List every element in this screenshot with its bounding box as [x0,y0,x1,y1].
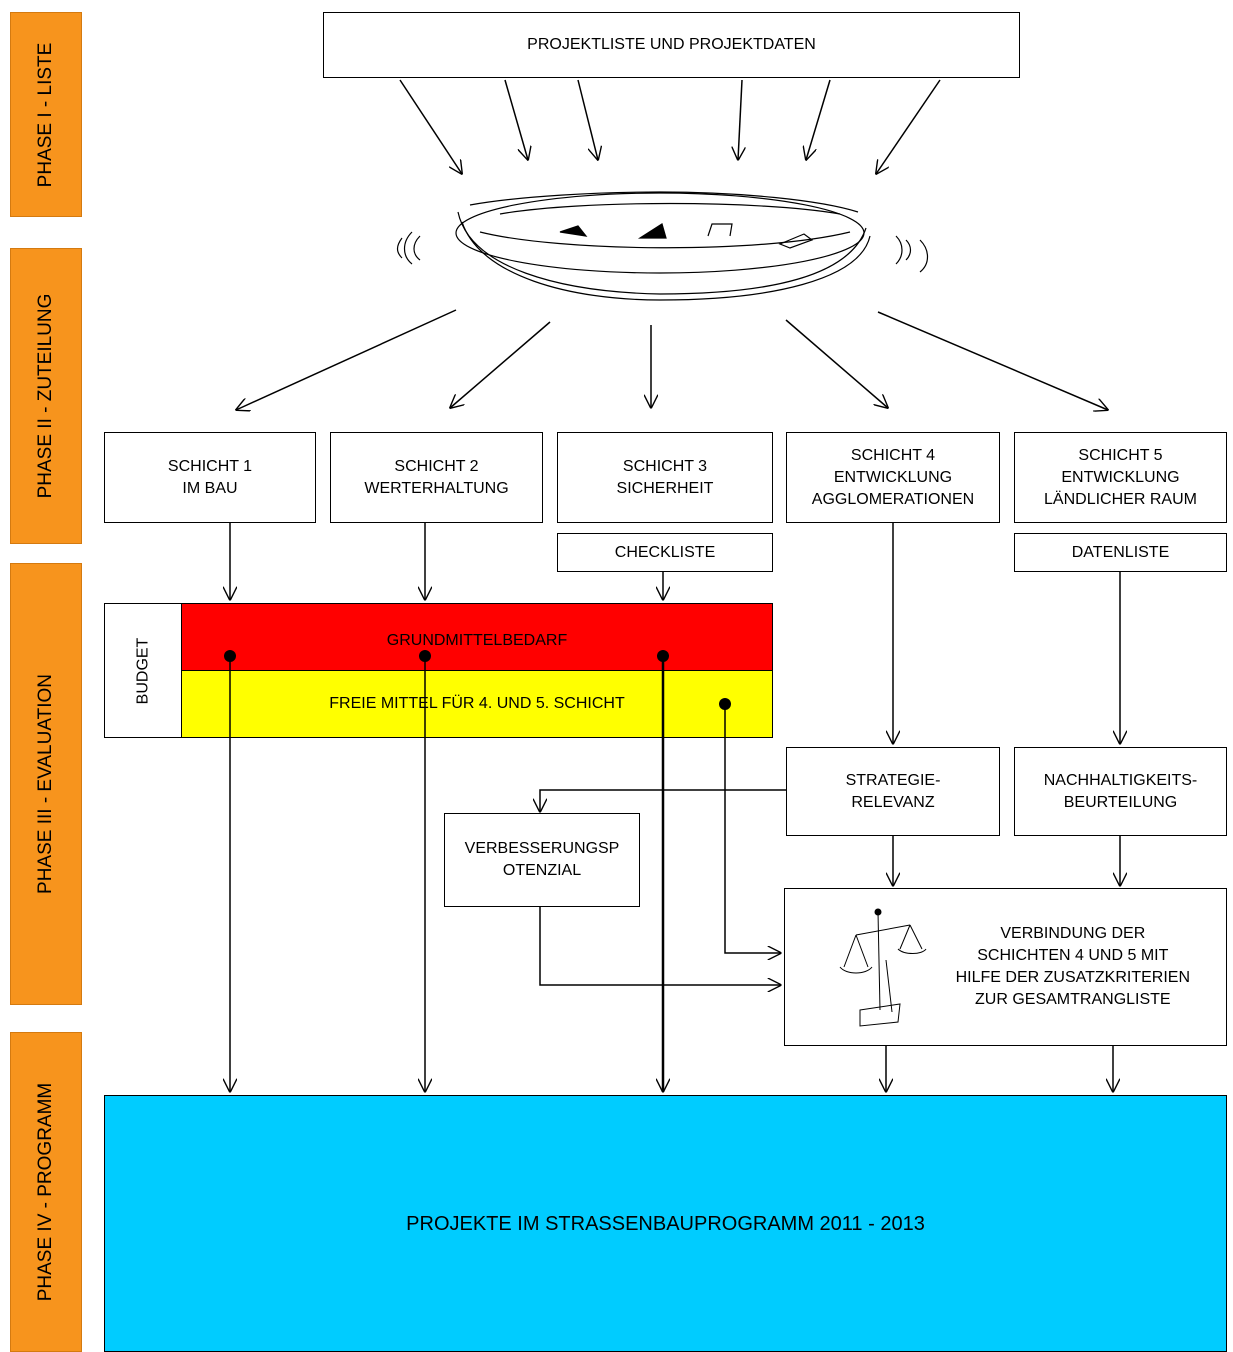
dot-layer-3 [657,650,669,662]
arrow-top-2 [504,79,528,160]
layer-4-box: SCHICHT 4 ENTWICKLUNG AGGLOMERATIONEN [786,432,1000,523]
layer-2-box: SCHICHT 2 WERTERHALTUNG [330,432,543,523]
datalist-label: DATENLISTE [1071,543,1170,561]
layer-1-label: SCHICHT 1 IM BAU [167,457,253,497]
phase-3-label: PHASE III - EVALUATION [10,563,82,1005]
dot-layer-2 [419,650,431,662]
checklist-label: CHECKLISTE [614,543,716,561]
datalist-box: DATENLISTE [1014,533,1227,572]
layer-1-box: SCHICHT 1 IM BAU [104,432,316,523]
arrow-top-1 [399,79,462,174]
basic-funding-bar: GRUNDMITTELBEDARF [181,603,773,671]
phase-1-label: PHASE I - LISTE [10,12,82,217]
layer-5-label: SCHICHT 5 ENTWICKLUNG LÄNDLICHER RAUM [1044,446,1197,508]
arrow-improvement-combination [539,907,781,985]
phase-4-label: PHASE IV - PROGRAMM [10,1032,82,1352]
program-label: PROJEKTE IM STRASSENBAUPROGRAMM 2011 - 2… [406,1212,925,1235]
arrow-disc-layer-5 [877,311,1108,410]
arrow-disc-layer-2 [450,321,551,408]
layer-5-box: SCHICHT 5 ENTWICKLUNG LÄNDLICHER RAUM [1014,432,1227,523]
arrow-top-5 [806,79,831,160]
layer-4-label: SCHICHT 4 ENTWICKLUNG AGGLOMERATIONEN [811,446,975,508]
arrow-free-combination [724,704,781,953]
checklist-box: CHECKLISTE [557,533,773,572]
arrow-disc-layer-1 [236,309,457,410]
layer-3-box: SCHICHT 3 SICHERHEIT [557,432,773,523]
combination-box: VERBINDUNG DER SCHICHTEN 4 UND 5 MIT HIL… [784,888,1227,1046]
free-funds-bar: FREIE MITTEL FÜR 4. UND 5. SCHICHT [181,670,773,738]
project-list-box: PROJEKTLISTE UND PROJEKTDATEN [323,12,1020,78]
sustainability-box: NACHHALTIGKEITS- BEURTEILUNG [1014,747,1227,836]
strategy-relevance-label: STRATEGIE- RELEVANZ [845,771,941,811]
balance-scale-icon [839,908,927,1027]
spinning-disc-sketch [396,191,929,301]
combination-label: VERBINDUNG DER SCHICHTEN 4 UND 5 MIT HIL… [955,925,1190,1008]
arrow-strategy-improvement [540,789,786,812]
strategy-relevance-box: STRATEGIE- RELEVANZ [786,747,1000,836]
arrow-top-4 [738,79,742,160]
layer-2-label: SCHICHT 2 WERTERHALTUNG [364,457,509,497]
improvement-potential-box: VERBESSERUNGSP OTENZIAL [444,813,640,907]
arrow-top-6 [876,79,941,174]
basic-funding-label: GRUNDMITTELBEDARF [386,632,568,649]
sustainability-label: NACHHALTIGKEITS- BEURTEILUNG [1043,771,1198,811]
dot-free-funds [719,698,731,710]
arrow-disc-layer-4 [785,319,888,408]
project-list-label: PROJEKTLISTE UND PROJEKTDATEN [527,36,816,53]
improvement-potential-label: VERBESSERUNGSP OTENZIAL [464,840,620,879]
free-funds-label: FREIE MITTEL FÜR 4. UND 5. SCHICHT [329,695,625,712]
layer-3-label: SCHICHT 3 SICHERHEIT [616,457,714,497]
phase-2-label: PHASE II - ZUTEILUNG [10,248,82,544]
dot-layer-1 [224,650,236,662]
arrow-top-3 [577,79,598,160]
program-box: PROJEKTE IM STRASSENBAUPROGRAMM 2011 - 2… [104,1095,1227,1352]
